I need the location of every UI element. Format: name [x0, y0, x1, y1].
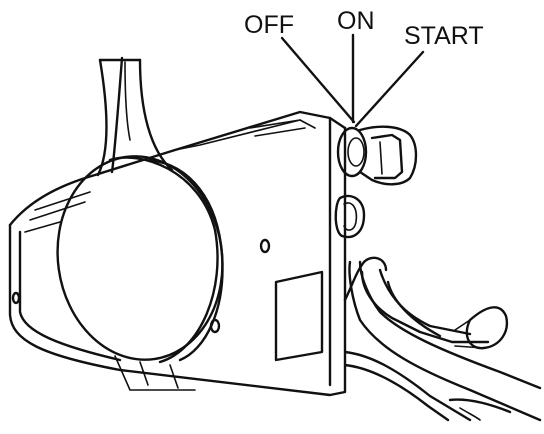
rectangular-plate	[274, 270, 324, 362]
label-start: START	[404, 22, 484, 50]
ignition-key-switch	[336, 125, 418, 186]
round-plate	[56, 155, 224, 391]
screw-holes	[11, 238, 271, 334]
cables	[343, 256, 542, 422]
pointer-line-start	[354, 50, 425, 128]
hole-lower	[209, 318, 221, 334]
side-indicator	[334, 194, 366, 239]
hole-center	[259, 238, 271, 254]
pointer-lines	[280, 33, 425, 128]
pointer-line-off	[280, 36, 356, 124]
label-off: OFF	[244, 11, 294, 39]
label-on: ON	[337, 7, 375, 35]
hole-left	[11, 291, 21, 305]
control-housing	[8, 110, 347, 397]
